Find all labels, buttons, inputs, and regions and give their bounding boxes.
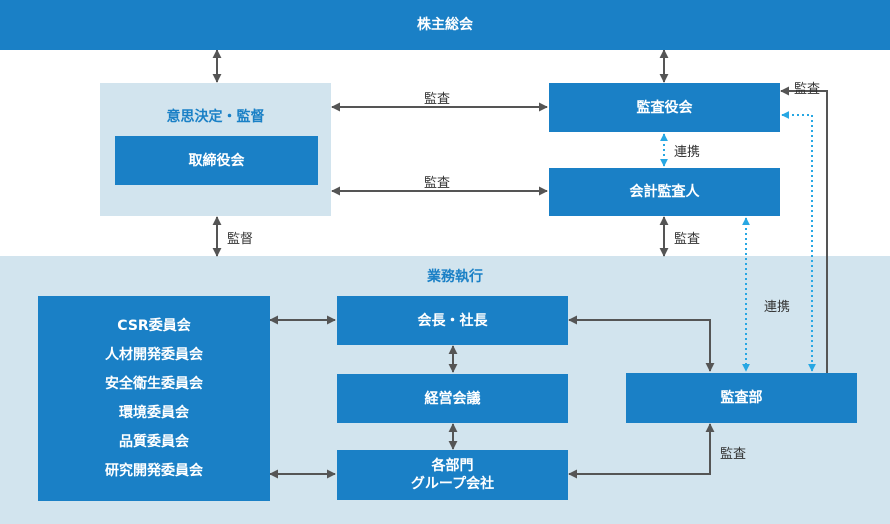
label-board-accounting: 監査: [424, 176, 451, 191]
shareholders-meeting: 株主総会: [0, 0, 890, 50]
audit-board: 監査役会: [549, 83, 780, 132]
chairman-president-label: 会長・社長: [417, 312, 488, 329]
label-board-auditors: 監査: [424, 92, 451, 107]
divisions-list: 各部門 グループ会社: [411, 457, 494, 493]
label-accounting-auditdept: 連携: [764, 300, 791, 315]
label-decision-execution: 監督: [227, 232, 254, 247]
edge-auditors-auditdept: [780, 86, 828, 373]
accounting-auditor: 会計監査人: [549, 168, 780, 216]
label-auditors-accounting: 連携: [674, 145, 701, 160]
management-council-label: 経営会議: [424, 390, 481, 407]
committees-box: CSR委員会 人材開発委員会 安全衛生委員会 環境委員会 品質委員会 研究開発委…: [38, 296, 270, 501]
committee-item: 品質委員会: [119, 433, 189, 450]
execution-title: 業務執行: [427, 269, 483, 285]
edge-auditors-auditdept-link: [781, 111, 816, 372]
divisions-line: 各部門: [431, 458, 474, 474]
committee-item: CSR委員会: [117, 317, 191, 334]
accounting-auditor-label: 会計監査人: [629, 184, 700, 200]
committee-item: 研究開発委員会: [105, 462, 203, 479]
audit-board-label: 監査役会: [636, 99, 693, 116]
label-auditors-auditdept: 監査: [794, 82, 821, 97]
committee-item: 安全衛生委員会: [105, 375, 203, 392]
committee-item: 人材開発委員会: [105, 346, 203, 363]
committees-list: CSR委員会 人材開発委員会 安全衛生委員会 環境委員会 品質委員会 研究開発委…: [105, 312, 203, 486]
board-label: 取締役会: [188, 152, 245, 169]
audit-department-label: 監査部: [720, 390, 763, 406]
chairman-president: 会長・社長: [337, 296, 568, 345]
divisions-group-companies: 各部門 グループ会社: [337, 450, 568, 500]
label-accounting-execution: 監査: [674, 232, 701, 247]
shareholders-meeting-label: 株主総会: [417, 17, 473, 33]
label-auditdept-divisions: 監査: [720, 447, 747, 462]
audit-department: 監査部: [626, 373, 857, 423]
decision-group-title: 意思決定・監督: [166, 109, 265, 125]
divisions-line: グループ会社: [410, 476, 495, 492]
management-council: 経営会議: [337, 374, 568, 423]
edge-chairman-auditdept: [568, 315, 715, 372]
edge-auditdept-divisions: [568, 423, 715, 479]
committee-item: 環境委員会: [119, 404, 189, 421]
board-of-directors: 取締役会: [115, 136, 318, 185]
